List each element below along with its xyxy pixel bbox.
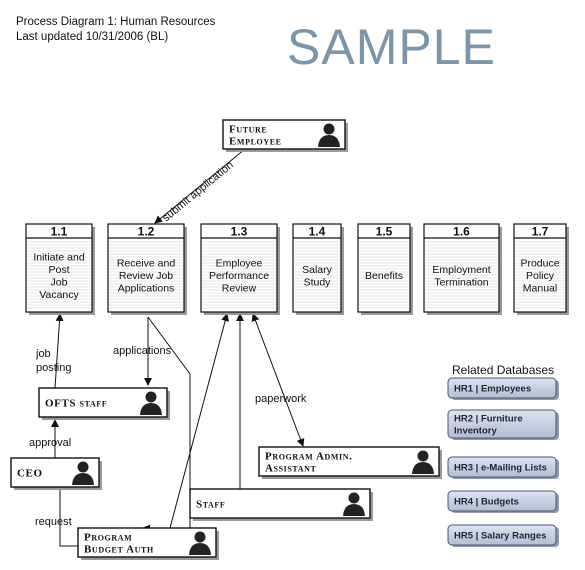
flow-submit-application	[154, 148, 246, 224]
process-number: 1.6	[453, 225, 470, 239]
diagram-title: Process Diagram 1: Human Resources	[16, 16, 216, 28]
database-label: HR4 | Budgets	[454, 497, 519, 508]
person-icon	[189, 531, 211, 555]
process-label: Termination	[434, 276, 488, 288]
process-label: Salary	[302, 264, 333, 276]
process-number: 1.3	[231, 225, 248, 239]
flow-label-approval: approval	[29, 437, 71, 449]
actor-box-ofts-staff[interactable]: OFTS staff	[38, 387, 170, 420]
database-label: HR1 | Employees	[454, 384, 531, 395]
process-number: 1.2	[138, 225, 155, 239]
actor-label: OFTS staff	[45, 398, 107, 410]
flow-label-job-posting: posting	[36, 362, 71, 374]
actor-label: CEO	[17, 468, 43, 480]
database-label: HR3 | e-Mailing Lists	[454, 463, 547, 474]
actor-label: Program	[84, 532, 132, 544]
process-label: Vacancy	[39, 289, 79, 301]
actor-label: Assistant	[265, 463, 317, 475]
process-label: Review	[222, 283, 257, 295]
flow-budget-to-review	[169, 313, 230, 529]
actor-box-staff[interactable]: Staff	[189, 488, 373, 521]
database-label: HR5 | Salary Ranges	[454, 531, 546, 542]
process-label: Benefits	[365, 270, 403, 282]
sample-watermark: SAMPLE	[287, 19, 496, 75]
actor-box-program-admin-assistant[interactable]: Program Admin.Assistant	[258, 446, 442, 479]
person-icon	[140, 391, 162, 415]
process-label: Receive and	[117, 258, 176, 270]
process-number: 1.7	[532, 225, 549, 239]
person-icon	[72, 461, 94, 485]
process-label: Manual	[523, 283, 557, 295]
process-label: Produce	[520, 258, 559, 270]
actor-label: Staff	[196, 499, 225, 511]
database-item-hr5[interactable]: HR5 | Salary Ranges	[447, 524, 559, 547]
process-label: Performance	[209, 270, 269, 282]
flow-label-paperwork: paperwork	[255, 393, 307, 405]
database-label: HR2 | Furniture	[454, 414, 523, 425]
flow-label-request: request	[35, 516, 72, 528]
process-number: 1.1	[51, 225, 68, 239]
last-updated-text: Last updated 10/31/2006 (BL)	[16, 31, 169, 43]
flow-label-applications: applications	[113, 345, 172, 357]
process-number: 1.4	[309, 225, 326, 239]
process-label: Applications	[118, 283, 175, 295]
database-item-hr3[interactable]: HR3 | e-Mailing Lists	[447, 456, 559, 479]
flow-request	[59, 487, 78, 547]
person-icon	[318, 123, 340, 147]
person-icon	[412, 450, 434, 474]
process-label: Review Job	[119, 270, 173, 282]
actor-box-ceo[interactable]: CEO	[10, 457, 102, 490]
process-number: 1.5	[376, 225, 393, 239]
process-label: Employee	[216, 258, 263, 270]
actor-label: Program Admin.	[265, 451, 353, 463]
database-item-hr1[interactable]: HR1 | Employees	[447, 377, 559, 400]
flow-paperwork	[251, 313, 305, 447]
process-label: Post	[48, 264, 69, 276]
flow-label-submit-application: submit application	[160, 159, 236, 224]
actor-label: Employee	[229, 136, 282, 148]
flow-job-posting	[54, 313, 64, 389]
related-databases-heading: Related Databases	[452, 363, 555, 377]
database-item-hr4[interactable]: HR4 | Budgets	[447, 490, 559, 513]
actor-label: Budget Auth	[84, 544, 154, 556]
actor-label: Future	[229, 124, 267, 136]
process-label: Study	[304, 276, 332, 288]
process-label: Employment	[432, 264, 490, 276]
database-label: Inventory	[454, 426, 497, 437]
flow-label-job-posting: job	[35, 348, 51, 360]
process-label: Initiate and	[33, 251, 85, 263]
process-label: Job	[51, 276, 68, 288]
person-icon	[343, 492, 365, 516]
process-label: Policy	[526, 270, 555, 282]
